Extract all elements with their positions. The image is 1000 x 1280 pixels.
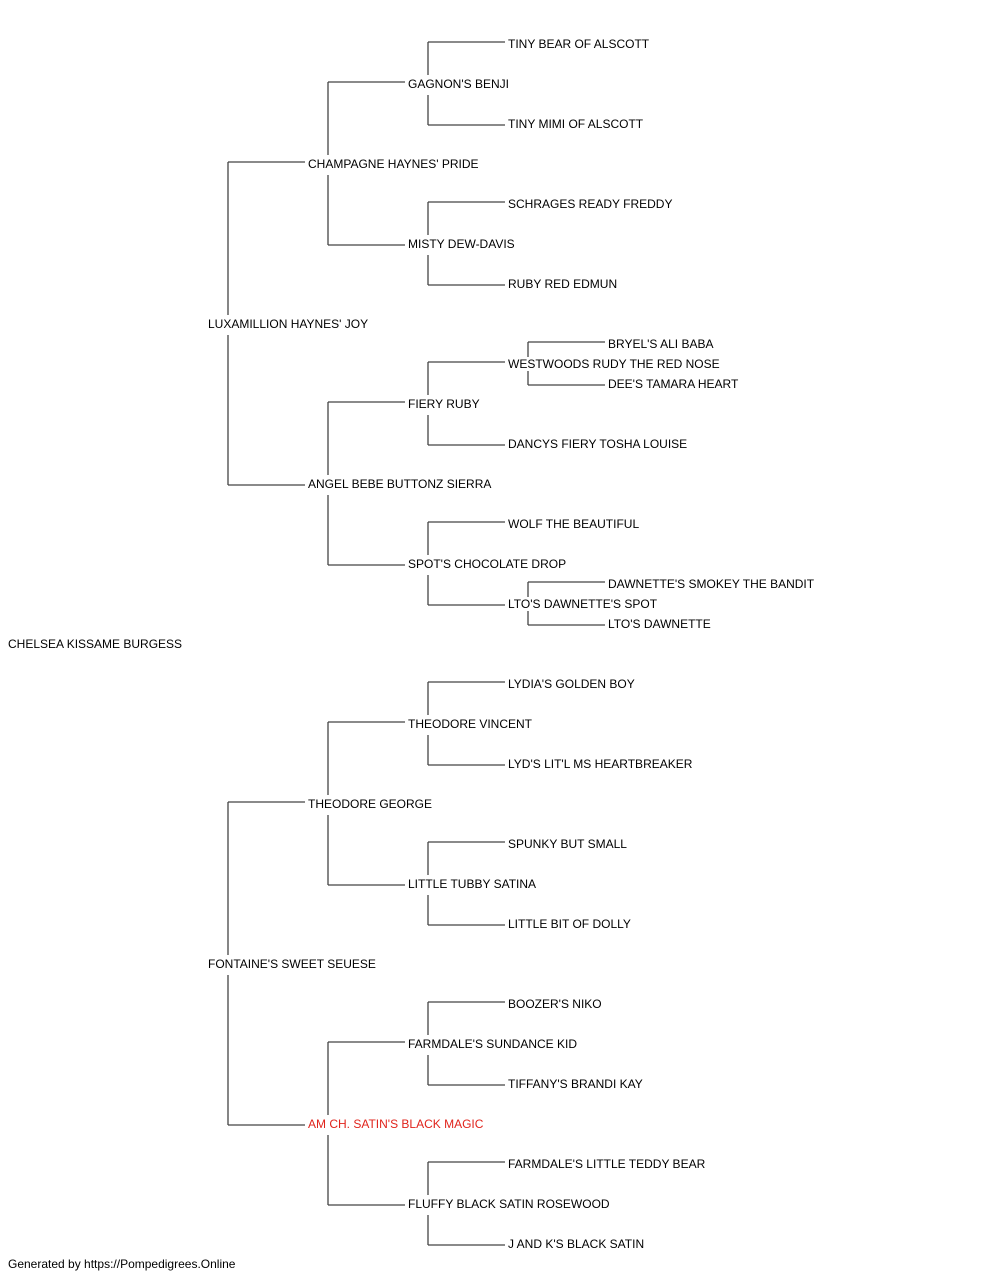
dd-dam-name: FLUFFY BLACK SATIN ROSEWOOD (408, 1197, 610, 1211)
sdss-sire-name: BRYEL'S ALI BABA (608, 337, 714, 351)
dsd-dam-name: LITTLE BIT OF DOLLY (508, 917, 631, 931)
sdss-dam-name: DEE'S TAMARA HEART (608, 377, 739, 391)
sire-dam-name: ANGEL BEBE BUTTONZ SIERRA (308, 477, 492, 491)
sddd-dam-name: LTO'S DAWNETTE (608, 617, 711, 631)
subject-name: CHELSEA KISSAME BURGESS (8, 637, 183, 651)
dds-dam-name: TIFFANY'S BRANDI KAY (508, 1077, 643, 1091)
dds-sire-name: BOOZER'S NIKO (508, 997, 602, 1011)
ssd-dam-name: RUBY RED EDMUN (508, 277, 618, 291)
ddd-sire-name: FARMDALE'S LITTLE TEDDY BEAR (508, 1157, 706, 1171)
dam-sire-name: THEODORE GEORGE (308, 797, 433, 811)
dss-sire-name: LYDIA'S GOLDEN BOY (508, 677, 635, 691)
ddd-dam-name: J AND K'S BLACK SATIN (508, 1237, 645, 1251)
sd-sire-name: FIERY RUBY (408, 397, 480, 411)
dsd-sire-name: SPUNKY BUT SMALL (508, 837, 627, 851)
dam-name: FONTAINE'S SWEET SEUESE (208, 957, 376, 971)
sddd-sire-name: DAWNETTE'S SMOKEY THE BANDIT (608, 577, 815, 591)
sss-sire-name: TINY BEAR OF ALSCOTT (508, 37, 650, 51)
dam-dam-name: AM CH. SATIN'S BLACK MAGIC (308, 1117, 484, 1131)
dd-sire-name: FARMDALE'S SUNDANCE KID (408, 1037, 577, 1051)
sdd-sire-name: WOLF THE BEAUTIFUL (508, 517, 640, 531)
sss-dam-name: TINY MIMI OF ALSCOTT (508, 117, 644, 131)
ss-dam-name: MISTY DEW-DAVIS (408, 237, 515, 251)
ds-dam-name: LITTLE TUBBY SATINA (408, 877, 537, 891)
generated-by-footer: Generated by https://Pompedigrees.Online (8, 1257, 236, 1271)
sire-sire-name: CHAMPAGNE HAYNES' PRIDE (308, 157, 479, 171)
ds-sire-name: THEODORE VINCENT (408, 717, 533, 731)
sd-dam-name: SPOT'S CHOCOLATE DROP (408, 557, 567, 571)
sds-sire-name: WESTWOODS RUDY THE RED NOSE (508, 357, 720, 371)
sire-name: LUXAMILLION HAYNES' JOY (208, 317, 369, 331)
ssd-sire-name: SCHRAGES READY FREDDY (508, 197, 673, 211)
sdd-dam-name: LTO'S DAWNETTE'S SPOT (508, 597, 658, 611)
sds-dam-name: DANCYS FIERY TOSHA LOUISE (508, 437, 688, 451)
ss-sire-name: GAGNON'S BENJI (408, 77, 509, 91)
dss-dam-name: LYD'S LIT'L MS HEARTBREAKER (508, 757, 693, 771)
